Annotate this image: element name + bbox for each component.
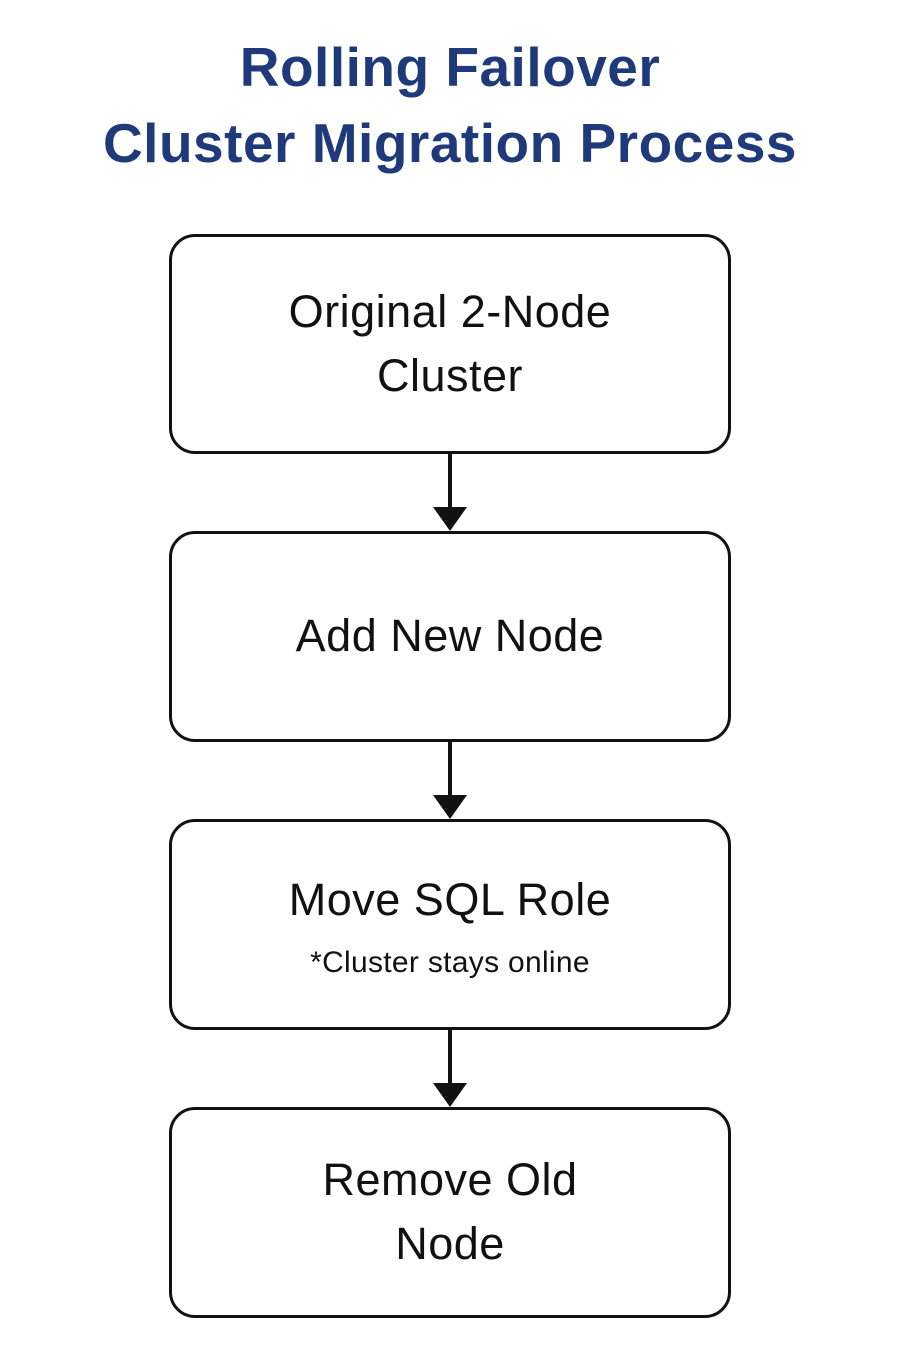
connector-arrow-2 — [433, 741, 467, 819]
step-note: *Cluster stays online — [310, 946, 590, 980]
arrow-shaft — [448, 453, 452, 507]
page-title: Rolling Failover Cluster Migration Proce… — [102, 36, 798, 174]
step-box-original-cluster: Original 2-Node Cluster — [169, 233, 731, 454]
step-label: Remove Old Node — [322, 1154, 578, 1270]
step-label: Original 2-Node Cluster — [288, 285, 612, 401]
arrow-down-icon — [433, 794, 467, 819]
arrow-shaft — [448, 741, 452, 795]
step-label: Move SQL Role — [288, 874, 612, 926]
step-box-remove-old-node: Remove Old Node — [169, 1106, 731, 1318]
connector-arrow-1 — [433, 453, 467, 531]
flowchart: Original 2-Node Cluster Add New Node Mov… — [0, 233, 900, 1318]
step-box-add-new-node: Add New Node — [169, 530, 731, 742]
step-label: Add New Node — [295, 610, 605, 662]
arrow-down-icon — [433, 1082, 467, 1107]
arrow-down-icon — [433, 506, 467, 531]
arrow-shaft — [448, 1029, 452, 1083]
step-box-move-sql-role: Move SQL Role *Cluster stays online — [169, 818, 731, 1030]
connector-arrow-3 — [433, 1029, 467, 1107]
